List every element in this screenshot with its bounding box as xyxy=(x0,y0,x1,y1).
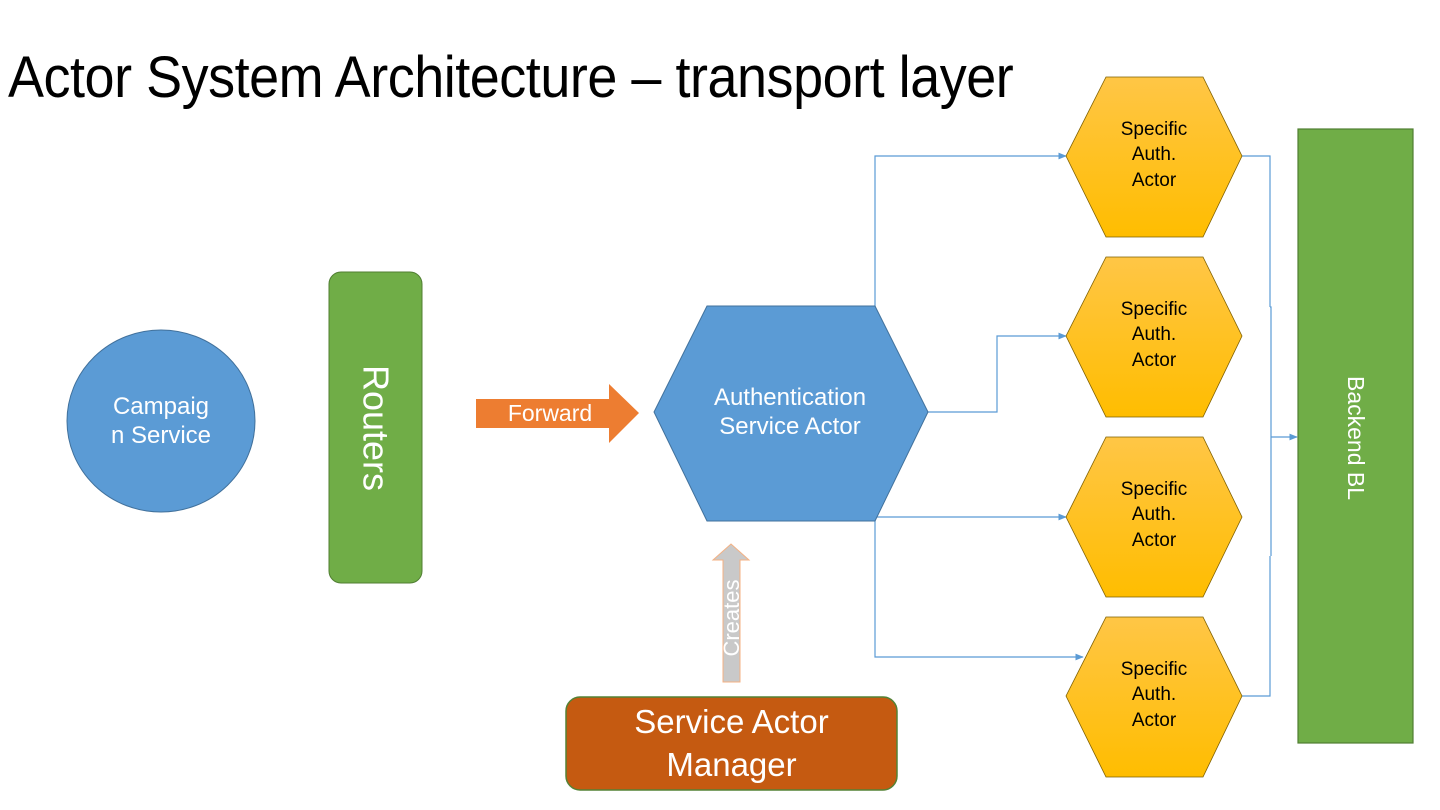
specific-actor-node[interactable] xyxy=(1065,256,1243,418)
campaign-service-node[interactable] xyxy=(66,329,256,513)
campaign-service-label-line2: n Service xyxy=(110,422,212,449)
routers-label: Routers xyxy=(355,364,397,492)
specific-actor-label: Specific Auth. Actor xyxy=(1094,657,1214,733)
specific-actor-label-line1: Specific xyxy=(1120,299,1188,321)
auth-service-actor-label-line1: Authentication xyxy=(713,384,867,412)
connector-actor-4-to-backend xyxy=(1242,556,1271,697)
connector-actor-2-bus xyxy=(1270,306,1272,556)
specific-actor-label-line1: Specific xyxy=(1120,119,1188,141)
specific-actor-node[interactable] xyxy=(1065,76,1243,238)
forward-label: Forward xyxy=(507,400,593,427)
specific-actor-label-line3: Actor xyxy=(1131,349,1177,371)
connector-auth-to-actor-2 xyxy=(928,332,1067,413)
campaign-service-label-line1: Campaig xyxy=(112,393,210,421)
specific-actor-label-line3: Actor xyxy=(1131,709,1177,731)
auth-service-actor-label: Authentication Service Actor xyxy=(665,380,915,446)
specific-actor-node[interactable] xyxy=(1065,436,1243,598)
connectors xyxy=(874,152,1298,697)
service-actor-manager-label-line1: Service Actor xyxy=(634,703,829,741)
service-actor-manager-label-line2: Manager xyxy=(666,746,797,783)
service-actor-manager-node[interactable] xyxy=(565,696,898,791)
auth-service-actor-label-line2: Service Actor xyxy=(719,413,861,440)
creates-label: Creates xyxy=(718,579,744,657)
forward-arrow xyxy=(476,384,639,443)
specific-actor-label-line1: Specific xyxy=(1120,659,1188,681)
specific-actor-label-line2: Auth. xyxy=(1131,504,1177,526)
connector-auth-to-actor-1 xyxy=(874,152,1067,307)
specific-actor-label-line2: Auth. xyxy=(1131,144,1177,166)
auth-service-actor-node[interactable] xyxy=(653,305,929,522)
specific-actor-label-line3: Actor xyxy=(1131,529,1177,551)
backend-bl-label: Backend BL xyxy=(1342,375,1369,501)
specific-actor-label-line2: Auth. xyxy=(1131,684,1177,706)
campaign-service-label: Campaig n Service xyxy=(80,390,242,454)
specific-actor-label-line2: Auth. xyxy=(1131,324,1177,346)
specific-actor-label: Specific Auth. Actor xyxy=(1094,297,1214,373)
service-actor-manager-label: Service Actor Manager xyxy=(566,702,897,786)
specific-actor-label: Specific Auth. Actor xyxy=(1094,477,1214,553)
specific-actor-label-line3: Actor xyxy=(1131,169,1177,191)
specific-actors xyxy=(1065,76,1243,778)
specific-actor-node[interactable] xyxy=(1065,616,1243,778)
backend-bl-node[interactable] xyxy=(1297,128,1414,744)
specific-actor-label: Specific Auth. Actor xyxy=(1094,117,1214,193)
routers-node[interactable] xyxy=(328,271,423,584)
specific-actor-label-line1: Specific xyxy=(1120,479,1188,501)
connector-auth-to-actor-4 xyxy=(874,517,1084,661)
creates-arrow xyxy=(711,543,751,683)
connector-actor-1-to-backend xyxy=(1242,155,1271,307)
slide-title: Actor System Architecture – transport la… xyxy=(8,45,1014,110)
